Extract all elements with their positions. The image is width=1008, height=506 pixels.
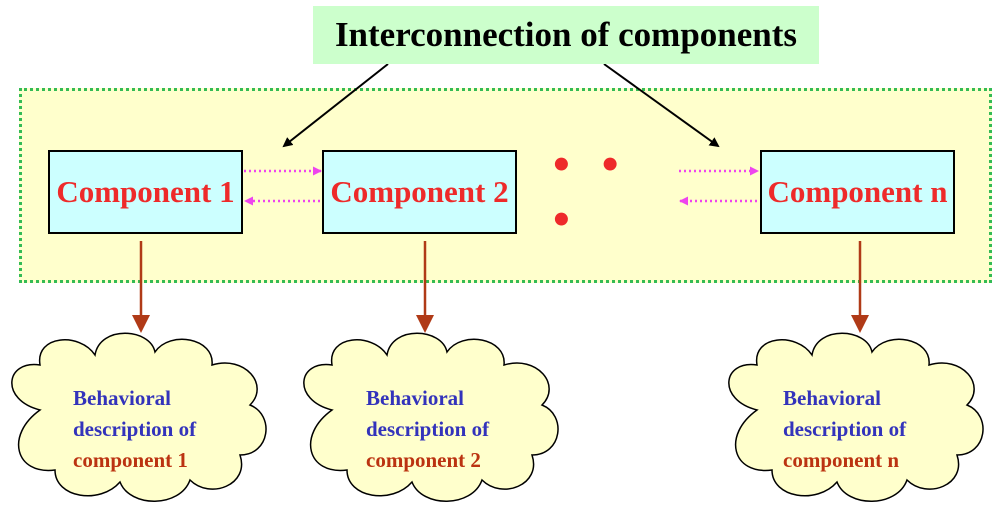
behavior-text-1: Behavioral description of component 1 — [73, 383, 196, 476]
component-1-box: Component 1 — [48, 150, 243, 234]
behavior-text-2: Behavioral description of component 2 — [366, 383, 489, 476]
behavior-cloud-1 — [11, 332, 267, 502]
behavior-text-n-line3: component n — [783, 448, 900, 472]
title-to-component1-arrow — [282, 63, 389, 148]
behavior-text-2-line1: Behavioral — [366, 386, 464, 410]
title-to-componentn-arrow — [603, 63, 720, 148]
behavior-cloud-n — [728, 332, 984, 502]
behavior-text-n-line2: description of — [783, 417, 907, 441]
component-n-box: Component n — [760, 150, 955, 234]
behavior-text-n-line1: Behavioral — [783, 386, 881, 410]
component1-arrowhead — [132, 315, 150, 333]
behavior-text-1-line3: component 1 — [73, 448, 188, 472]
component-ellipsis: • • • — [553, 138, 629, 246]
diagram-title: Interconnection of components — [313, 6, 819, 64]
behavior-text-1-line1: Behavioral — [73, 386, 171, 410]
behavior-text-2-line3: component 2 — [366, 448, 481, 472]
behavior-text-1-line2: description of — [73, 417, 197, 441]
behavior-text-n: Behavioral description of component n — [783, 383, 906, 476]
component-2-box: Component 2 — [322, 150, 517, 234]
behavior-cloud-2 — [303, 332, 559, 502]
component2-arrowhead — [416, 315, 434, 333]
behavior-text-2-line2: description of — [366, 417, 490, 441]
componentn-arrowhead — [851, 315, 869, 333]
